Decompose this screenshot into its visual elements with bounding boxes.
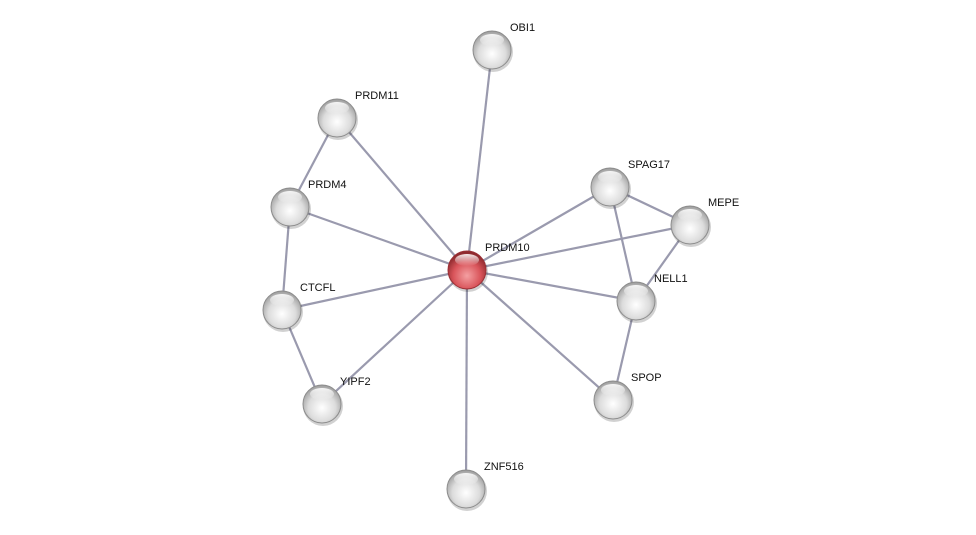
node-label[interactable]: PRDM4: [308, 179, 347, 191]
node-label[interactable]: NELL1: [654, 273, 688, 285]
edge-prdm10-nell1[interactable]: [466, 268, 637, 303]
node-yipf2[interactable]: YIPF2: [302, 376, 371, 426]
edge-prdm10-znf516[interactable]: [464, 269, 469, 490]
edge-prdm10-yipf2[interactable]: [321, 269, 468, 405]
node-label[interactable]: YIPF2: [340, 376, 371, 388]
node-highlight: [455, 254, 479, 266]
node-highlight: [454, 473, 478, 485]
node-label[interactable]: PRDM10: [485, 242, 530, 254]
node-label[interactable]: ZNF516: [484, 461, 524, 473]
node-highlight: [270, 294, 294, 306]
node-obi1[interactable]: OBI1: [472, 22, 535, 72]
node-ctcfl[interactable]: CTCFL: [262, 282, 335, 332]
node-label[interactable]: SPAG17: [628, 159, 670, 171]
node-prdm4[interactable]: PRDM4: [270, 179, 347, 229]
node-prdm10[interactable]: PRDM10: [447, 242, 530, 292]
node-label[interactable]: MEPE: [708, 197, 739, 209]
node-highlight: [325, 102, 349, 114]
edge-prdm10-ctcfl[interactable]: [281, 268, 468, 312]
edge-prdm10-obi1[interactable]: [465, 49, 494, 271]
node-highlight: [278, 191, 302, 203]
node-mepe[interactable]: MEPE: [670, 197, 739, 247]
node-prdm11[interactable]: PRDM11: [317, 90, 399, 140]
node-spop[interactable]: SPOP: [593, 372, 662, 422]
node-nell1[interactable]: NELL1: [616, 273, 688, 323]
node-label[interactable]: SPOP: [631, 372, 662, 384]
node-label[interactable]: CTCFL: [300, 282, 335, 294]
node-highlight: [480, 34, 504, 46]
node-highlight: [601, 384, 625, 396]
node-highlight: [624, 285, 648, 297]
node-label[interactable]: PRDM11: [355, 90, 399, 102]
node-highlight: [678, 209, 702, 221]
node-znf516[interactable]: ZNF516: [446, 461, 524, 511]
node-spag17[interactable]: SPAG17: [590, 159, 670, 209]
edge-prdm10-mepe[interactable]: [466, 223, 691, 272]
edge-prdm10-spop[interactable]: [466, 269, 614, 401]
edge-prdm10-prdm4[interactable]: [289, 205, 468, 272]
node-highlight: [310, 388, 334, 400]
edge-prdm10-prdm11[interactable]: [336, 117, 468, 271]
node-label[interactable]: OBI1: [510, 22, 535, 34]
node-highlight: [598, 171, 622, 183]
edge-prdm10-spag17[interactable]: [466, 186, 611, 271]
